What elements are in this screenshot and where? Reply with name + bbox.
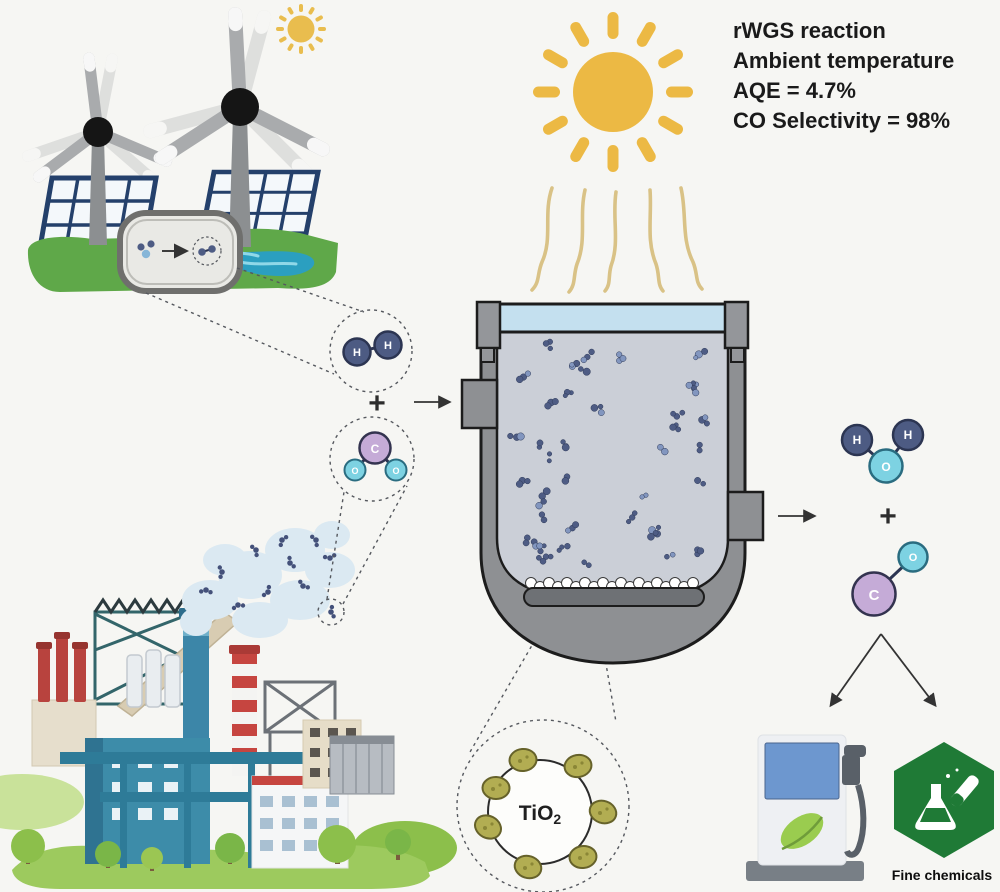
fine-chemicals-label: Fine chemicals (892, 867, 993, 883)
co2-zoom-source-circle (317, 598, 345, 626)
fuel-pump-icon (746, 734, 867, 881)
h2-feed-molecule: H H (329, 309, 413, 393)
sun-icon (533, 12, 693, 172)
reactor-flange-right (723, 300, 750, 363)
turbine-pole (229, 115, 251, 247)
hill-left (0, 774, 84, 830)
h2-molecule-mini (192, 236, 222, 266)
reactor-gas-molecules (507, 338, 710, 569)
sun-disk (573, 52, 653, 132)
fine-chemicals-icon (894, 742, 994, 858)
renewables-scene (17, 0, 374, 294)
reactor-port-right (726, 490, 765, 542)
smoke-plume (180, 521, 355, 638)
annotation-line-1: rWGS reaction (733, 18, 886, 43)
svg-text:H: H (853, 433, 862, 447)
h2-zoom-line-1 (145, 292, 335, 375)
silos (126, 649, 181, 708)
annotation-line-4: CO Selectivity = 98% (733, 108, 950, 133)
reactor-port-left (460, 378, 499, 430)
h2o-product-molecule: H H O (840, 418, 925, 484)
annotation-line-2: Ambient temperature (733, 48, 954, 73)
co2-feed-molecule: C O O (329, 416, 415, 502)
sun-rays (533, 12, 693, 172)
svg-text:O: O (351, 466, 358, 476)
co2-zoom-line-2 (342, 485, 408, 605)
svg-text:H: H (904, 428, 913, 442)
wind-turbine-left (30, 46, 187, 245)
tio2-label: TiO2 (519, 802, 562, 827)
svg-text:O: O (392, 466, 399, 476)
electrolyzer (117, 210, 243, 294)
photoreactor (460, 300, 765, 665)
trees (11, 825, 411, 871)
catalyst-bed (523, 577, 705, 607)
reactor-flange-left (475, 300, 502, 363)
annotation-text: rWGS reaction Ambient temperature AQE = … (733, 18, 954, 133)
small-sun-icon (276, 4, 326, 54)
co2-emission-molecules (199, 534, 337, 619)
reactor-glass-window (495, 302, 730, 334)
pump-screen (764, 742, 840, 800)
svg-text:C: C (869, 587, 880, 604)
h2-zoom-line-2 (236, 267, 365, 313)
annotation-line-3: AQE = 4.7% (733, 78, 856, 103)
turbine-hub (221, 88, 259, 126)
co-product-molecule: O C (851, 541, 929, 617)
gray-silo-building (329, 735, 395, 795)
plus-sign-feed: + (368, 387, 386, 420)
factory-scene (0, 521, 457, 889)
svg-text:O: O (881, 460, 890, 474)
svg-text:O: O (909, 552, 918, 564)
turbine-pole (89, 138, 107, 245)
turbine-hub (83, 117, 113, 147)
pump-nozzle (842, 745, 867, 858)
svg-text:C: C (371, 442, 380, 456)
wind-turbine-right (150, 0, 356, 247)
plus-sign-product: + (879, 500, 897, 533)
svg-text:H: H (384, 340, 392, 352)
sunlight-wavy-rays (530, 186, 704, 294)
svg-text:H: H (353, 347, 361, 359)
tio2-catalyst: TiO2 (456, 719, 630, 892)
tio2-cocatalyst-blobs (474, 747, 618, 880)
pump-leaf (780, 813, 824, 851)
hexagon (894, 742, 994, 858)
reactor-interior (495, 330, 730, 602)
branch-arrows (829, 633, 937, 708)
water-molecule-mini (137, 240, 155, 259)
flask-glyphs (915, 768, 979, 830)
